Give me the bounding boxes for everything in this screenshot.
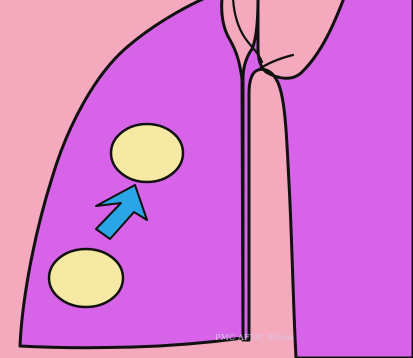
watermark-text: PMC AFMC Bhipm <box>215 333 295 342</box>
right-lung <box>243 0 413 358</box>
lower-lesion <box>49 249 123 307</box>
bronchus-outline <box>258 55 293 70</box>
upper-lesion <box>111 124 183 182</box>
